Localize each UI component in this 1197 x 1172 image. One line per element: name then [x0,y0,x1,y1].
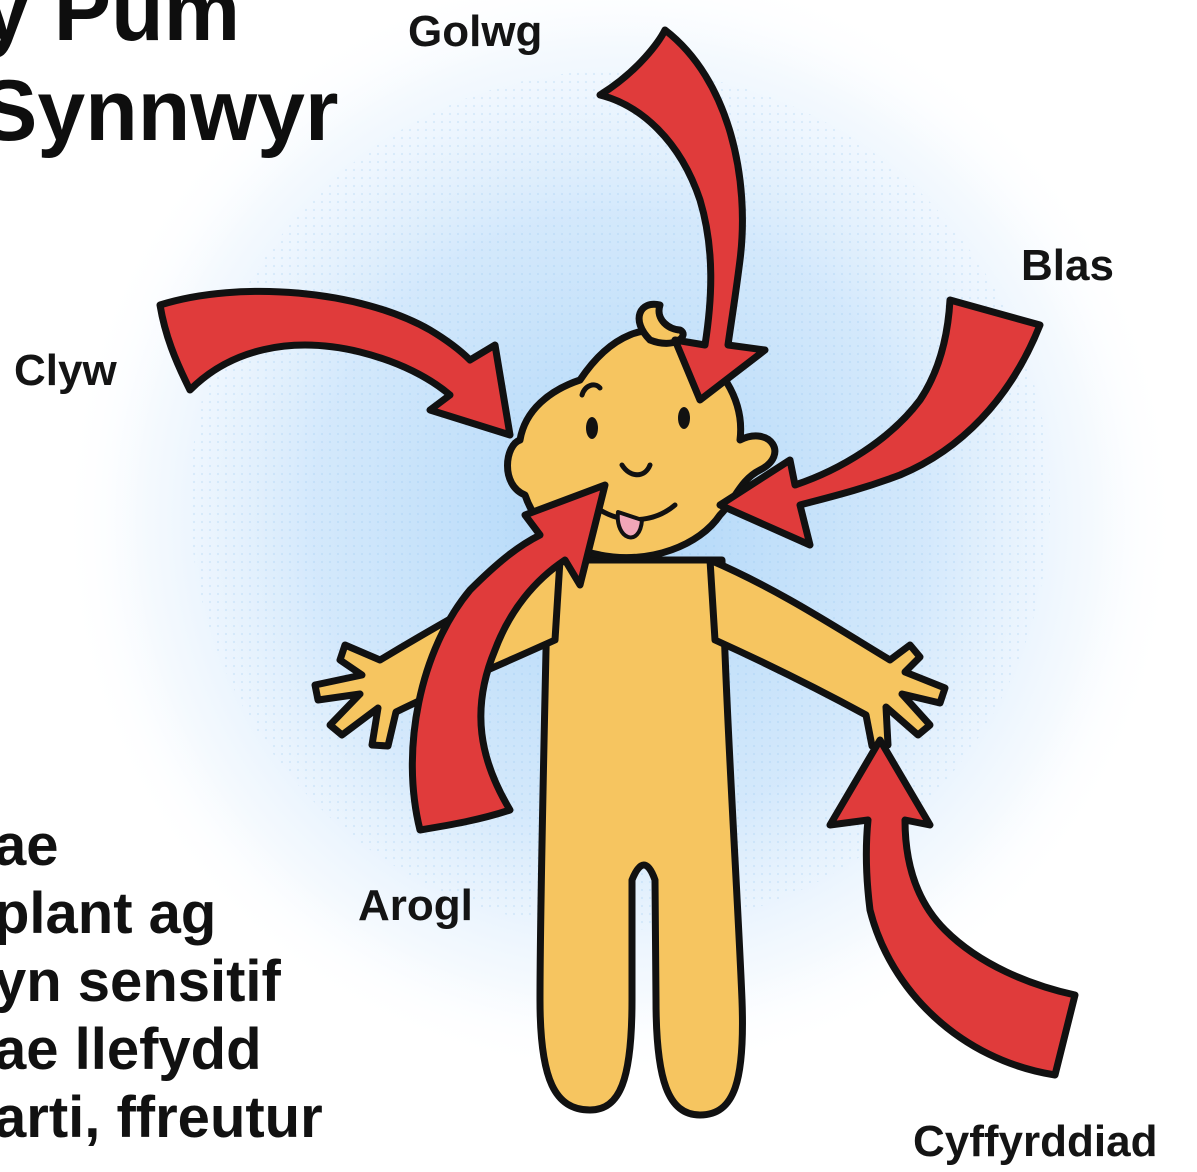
arrow-taste [720,300,1040,545]
label-sight: Golwg [408,10,542,54]
right-eye [678,407,690,429]
paragraph-line: yn sensitif [0,948,323,1016]
paragraph-line: plant ag [0,880,323,948]
label-smell: Arogl [358,884,473,928]
body-paragraph: ae plant ag yn sensitif ae llefydd arti,… [0,812,323,1152]
child-body [540,560,743,1115]
label-hearing: Clyw [14,349,117,393]
arrow-hearing [160,291,510,435]
label-taste: Blas [1021,244,1114,288]
right-arm [710,560,945,746]
arrow-touch [830,740,1075,1075]
paragraph-line: ae [0,812,323,880]
left-eye [586,417,598,439]
child-figure [315,304,945,1115]
paragraph-line: ae llefydd [0,1016,323,1084]
label-touch: Cyffyrddiad [913,1120,1157,1164]
paragraph-line: arti, ffreutur [0,1084,323,1152]
